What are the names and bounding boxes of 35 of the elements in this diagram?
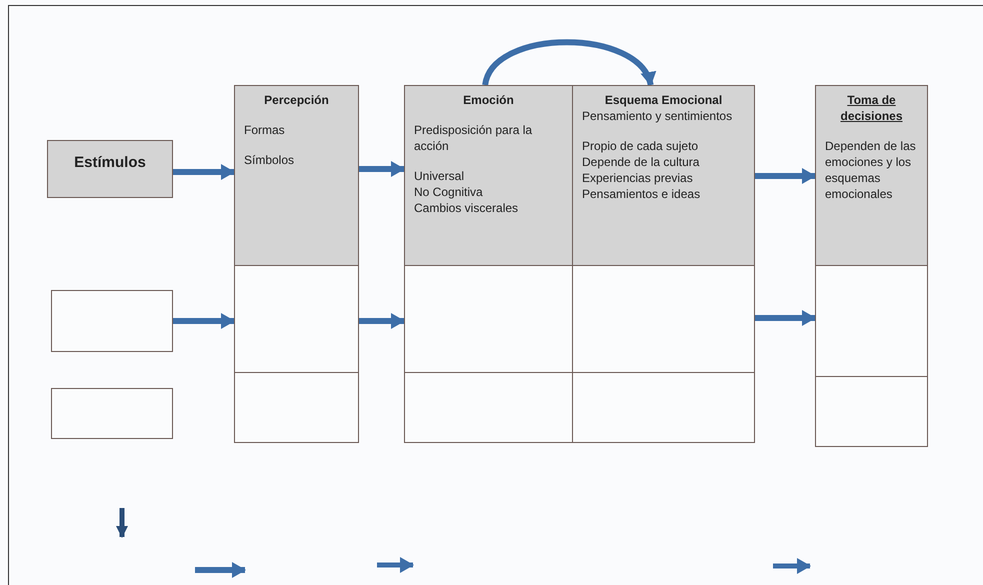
info-panel xyxy=(572,85,755,266)
info-panel xyxy=(47,140,173,198)
info-panel xyxy=(234,85,359,266)
panel-text: Cambios viscerales xyxy=(414,200,520,216)
panel-text: Predisposición para la acción xyxy=(414,122,534,154)
info-panel xyxy=(815,85,928,266)
info-panel xyxy=(404,85,573,266)
panel-title: Esquema Emocional xyxy=(604,92,724,108)
panel-text: Depende de la cultura xyxy=(582,154,700,170)
panel-title: Percepción xyxy=(263,92,330,108)
empty-panel xyxy=(815,376,928,447)
empty-panel xyxy=(51,388,173,439)
arrow xyxy=(359,313,405,329)
panel-text: Pensamiento y sentimientos xyxy=(582,108,734,124)
panel-text: Símbolos xyxy=(244,152,296,168)
panel-text: Propio de cada sujeto xyxy=(582,138,700,154)
arrow xyxy=(173,313,235,329)
empty-panel xyxy=(234,265,359,373)
panel-text: Experiencias previas xyxy=(582,170,694,186)
panel-text: No Cognitiva xyxy=(414,184,484,200)
empty-panel xyxy=(234,372,359,443)
panel-title: Emoción xyxy=(462,92,515,108)
arrow xyxy=(359,161,405,177)
box-label: Estímulos xyxy=(73,155,147,171)
arrow xyxy=(755,168,816,184)
arrow xyxy=(173,164,235,180)
panel-text: Universal xyxy=(414,168,466,184)
empty-panel xyxy=(51,290,173,352)
arrow xyxy=(482,39,654,86)
panel-text: Pensamientos e ideas xyxy=(582,186,702,202)
empty-panel xyxy=(815,265,928,377)
panel-text: Dependen de las emociones y los esquemas emocionales xyxy=(825,138,917,202)
panel-title: Toma de decisiones xyxy=(839,92,904,124)
arrow xyxy=(755,310,816,326)
panel-text: Formas xyxy=(244,122,286,138)
